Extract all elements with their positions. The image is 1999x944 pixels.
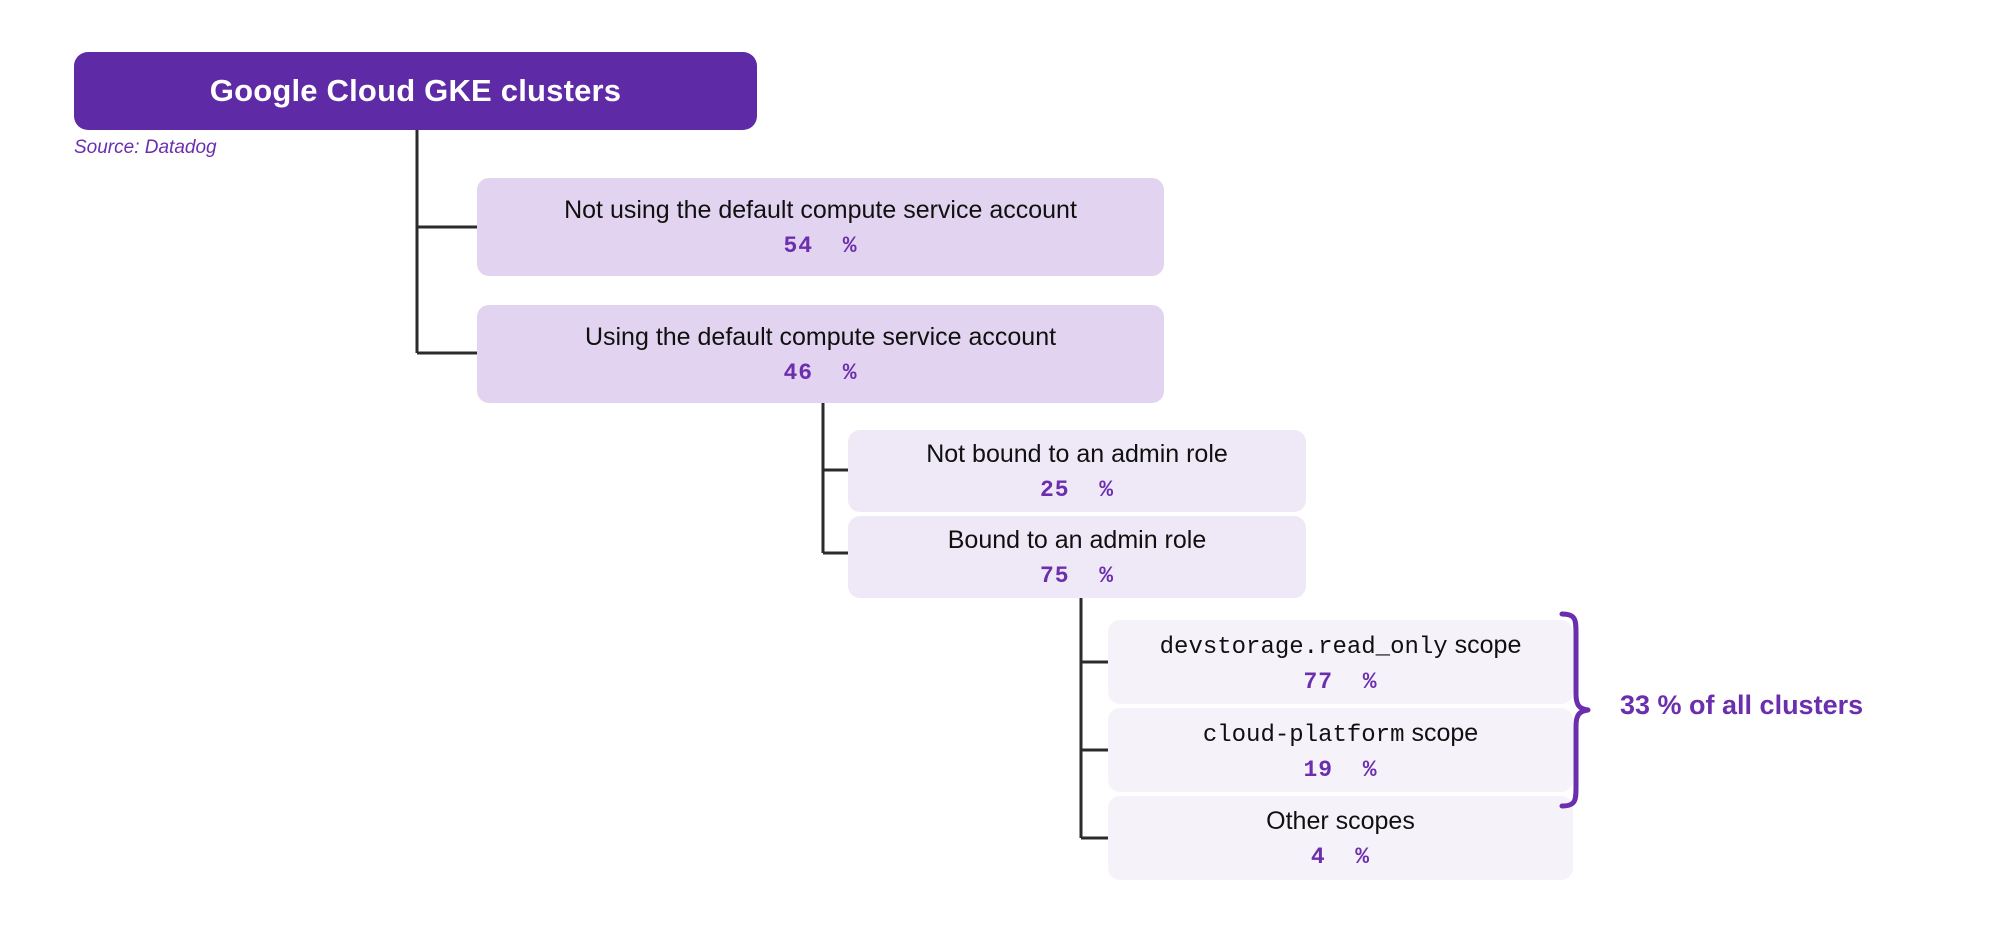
scope-suffix: scope xyxy=(1411,718,1479,747)
node-scope-other: Other scopes 4 % xyxy=(1108,796,1573,880)
node-value: 25 % xyxy=(1039,476,1115,503)
node-value: 77 % xyxy=(1303,668,1378,695)
node-bound-admin-role: Bound to an admin role 75 % xyxy=(848,516,1306,598)
curly-brace-icon xyxy=(1559,611,1591,809)
node-not-default-service-account: Not using the default compute service ac… xyxy=(477,178,1164,276)
node-title: Other scopes xyxy=(1266,807,1415,836)
node-value: 46 % xyxy=(783,359,858,386)
node-title: Using the default compute service accoun… xyxy=(584,323,1057,352)
node-scope-devstorage-read-only: devstorage.read_only scope 77 % xyxy=(1108,620,1573,704)
node-value: 54 % xyxy=(783,232,858,259)
node-not-bound-admin-role: Not bound to an admin role 25 % xyxy=(848,430,1306,512)
scope-suffix: scope xyxy=(1454,630,1522,659)
source-note: Source: Datadog xyxy=(74,137,217,158)
node-value: 75 % xyxy=(1039,562,1115,589)
node-value: 19 % xyxy=(1303,756,1378,783)
node-title: Bound to an admin role xyxy=(947,526,1207,555)
node-title: devstorage.read_only scope xyxy=(1160,630,1522,663)
page-title: Google Cloud GKE clusters xyxy=(209,73,622,108)
scope-code: cloud-platform xyxy=(1202,721,1405,749)
brace-wrapper xyxy=(1556,610,1596,810)
node-scope-cloud-platform: cloud-platform scope 19 % xyxy=(1108,708,1573,792)
node-default-service-account: Using the default compute service accoun… xyxy=(477,305,1164,403)
node-title: Not using the default compute service ac… xyxy=(564,196,1077,225)
node-title: Not bound to an admin role xyxy=(926,440,1228,469)
annotation-total-share: 33 % of all clusters xyxy=(1620,690,1864,720)
root-node: Google Cloud GKE clusters xyxy=(74,52,757,130)
node-title: cloud-platform scope xyxy=(1203,718,1478,751)
node-value: 4 % xyxy=(1310,843,1371,870)
scope-code: devstorage.read_only xyxy=(1159,633,1448,661)
